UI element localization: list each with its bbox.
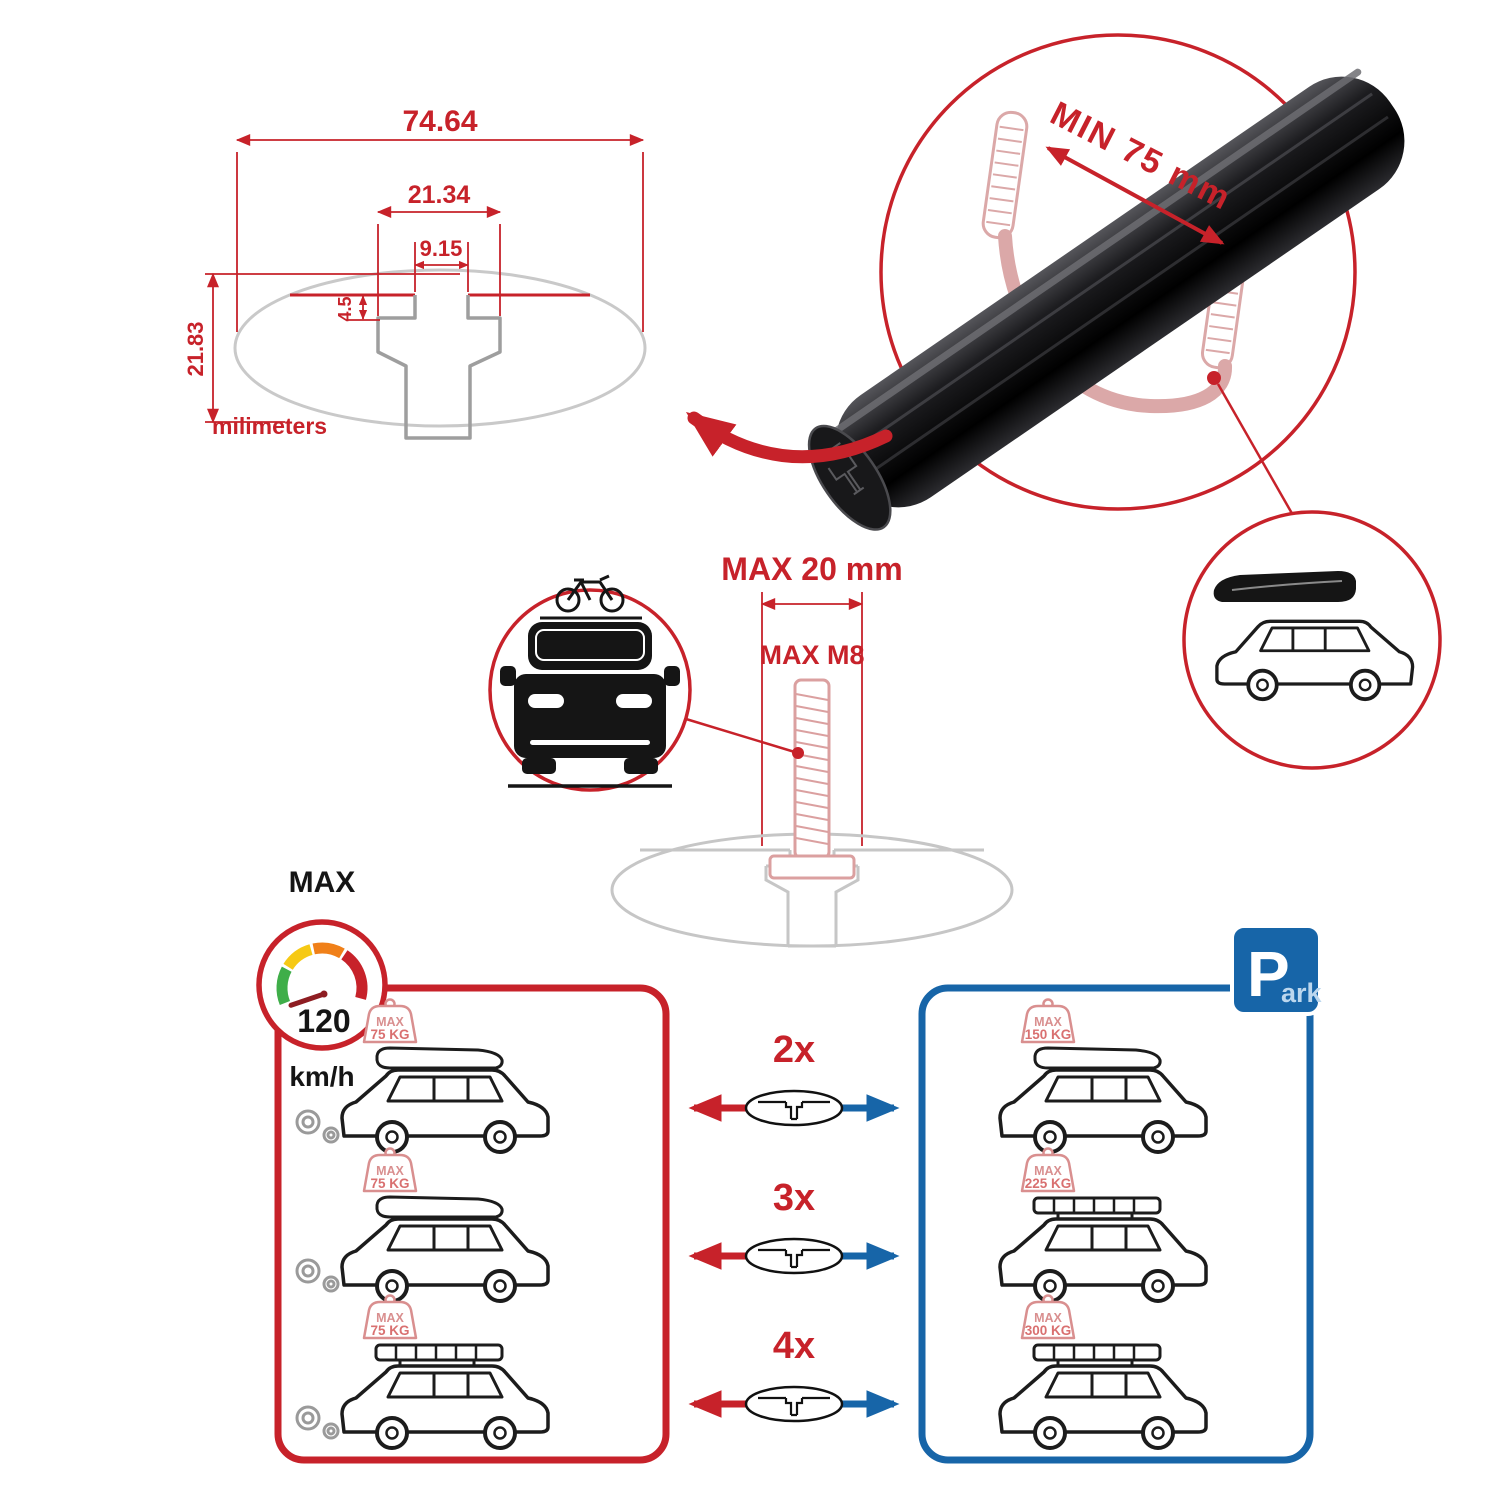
car-row-right-1: MAX 150 KG [998,998,1208,1154]
bolt-diagram: MAX 20 mm MAX M8 [610,551,1014,948]
park-sign-suffix: ark [1281,978,1323,1008]
crossbar-closeup: MIN 75 mm [807,33,1405,531]
load-tag-value: 225 KG [1025,1176,1072,1191]
park-panel-cars: MAX 150 KG MAX 225 KG MAX 300 KG [998,998,1208,1450]
bar-cross-section-ellipse [233,268,647,428]
t-slot-profile [376,295,502,440]
load-tag: MAX 75 KG [362,998,418,1044]
crossbar-section-icon [744,1385,844,1423]
load-tag: MAX 225 KG [1020,1147,1076,1193]
car-row-right-3: MAX 300 KG [998,1294,1208,1450]
dim-total-height [205,272,460,424]
car-row-left-2: MAX 75 KG [340,1147,550,1303]
roofbox-car-circle [1182,510,1442,770]
bar-quantity-rows: 2x 3x 4x [688,1029,900,1423]
clamp-bolt-dot [1207,371,1221,385]
bar-quantity-label: 4x [773,1325,815,1367]
load-tag: MAX 300 KG [1020,1294,1076,1340]
gauge-needle [288,991,327,1008]
bar-quantity-row-2: 3x [688,1177,900,1275]
load-tag-value: 75 KG [370,1027,409,1042]
dimension-diagram: 74.64 21.34 9.15 4.5 21.83 milimeters [183,105,647,440]
bar-quantity-label: 3x [773,1177,815,1219]
load-tag-label: MAX [1034,1311,1062,1325]
dim-slot-opening [414,242,469,292]
closeup-to-diagram-arrow [685,411,893,464]
dim-bolt-width [760,592,864,846]
car-to-bolt-connector [685,717,799,755]
dim-slot-outer [376,206,502,316]
speed-panel-cars: MAX 75 KG MAX 75 KG MAX 75 KG [295,998,550,1450]
load-tag-value: 300 KG [1025,1323,1072,1338]
crossbar-render [807,68,1405,531]
dim-lip-depth [348,295,380,321]
dim-slot-outer-label: 21.34 [408,181,471,209]
speed-limit-value: 120 [297,1003,350,1039]
load-tag-label: MAX [376,1015,404,1029]
load-tag-value: 75 KG [370,1323,409,1338]
bolt-dot [792,747,804,759]
park-sign: P ark [1230,924,1323,1016]
max-thread-label: MAX M8 [759,640,864,670]
car-front-icon [500,622,680,788]
roof-box-icon [1213,571,1356,602]
clamp-rod-left [981,110,1029,240]
max-width-label: MAX 20 mm [721,551,902,587]
bar-quantity-label: 2x [773,1029,815,1071]
roof-box-icon [375,1046,504,1070]
park-sign-letter: P [1247,938,1290,1010]
bike-icon [555,574,625,613]
load-tag-label: MAX [376,1311,404,1325]
dim-total-height-label: 21.83 [183,321,208,376]
load-tag-value: 75 KG [370,1176,409,1191]
gauge-arcs [276,942,368,1006]
speed-limit-unit: km/h [289,1061,354,1092]
roof-box-icon [375,1195,504,1219]
headlight-left [528,694,564,708]
headlight-right [616,694,652,708]
min-span-arrow [1045,146,1225,245]
speed-limit-title: MAX [289,866,356,899]
roof-box-icon [1033,1046,1162,1070]
car-row-right-2: MAX 225 KG [998,1147,1208,1303]
dim-lip-depth-label: 4.5 [335,296,355,321]
crossbar-section-icon [744,1237,844,1275]
crossbar-section-icon [744,1089,844,1127]
dim-total-width-label: 74.64 [402,105,477,138]
dim-slot-opening-label: 9.15 [420,236,463,261]
load-tag-value: 150 KG [1025,1027,1072,1042]
load-tag: MAX 75 KG [362,1294,418,1340]
load-tag-label: MAX [1034,1015,1062,1029]
load-tag-label: MAX [376,1164,404,1178]
car-row-left-3: MAX 75 KG [340,1294,550,1450]
units-label: milimeters [212,413,327,439]
speedometer-icon [256,919,388,1051]
load-tag: MAX 75 KG [362,1147,418,1193]
car-row-left-1: MAX 75 KG [340,998,550,1154]
closeup-to-car-connector [1216,383,1300,525]
dim-total-width [235,134,645,332]
load-tag-label: MAX [1034,1164,1062,1178]
load-tag: MAX 150 KG [1020,998,1076,1044]
speedometer: MAX 120 km/h [256,866,388,1092]
t-bolt-icon [768,678,856,880]
bar-quantity-row-1: 2x [688,1029,900,1127]
bike-car-circle [488,574,692,792]
bar-quantity-row-3: 4x [688,1325,900,1423]
